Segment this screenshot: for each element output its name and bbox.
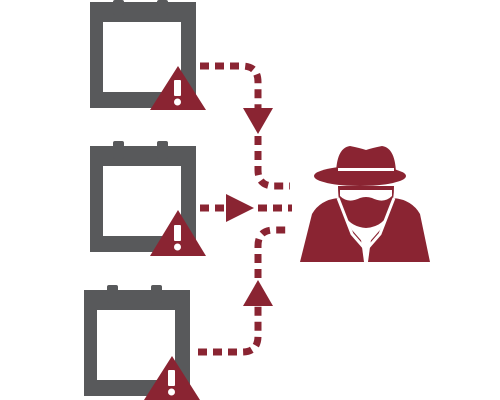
arrowhead-right <box>226 194 254 222</box>
connector-middle <box>200 194 292 222</box>
warning-triangle-icon <box>144 356 200 400</box>
arrowhead-down <box>243 108 273 134</box>
arrowhead-up <box>243 280 273 306</box>
warning-triangle-icon <box>150 210 206 256</box>
connector-up-to-target <box>254 226 290 278</box>
warning-triangle-icon <box>150 66 206 110</box>
connector-bottom <box>198 280 273 356</box>
connector-top <box>200 62 273 134</box>
spy-hacker-icon <box>300 146 430 262</box>
connector-down-to-target <box>254 136 290 190</box>
